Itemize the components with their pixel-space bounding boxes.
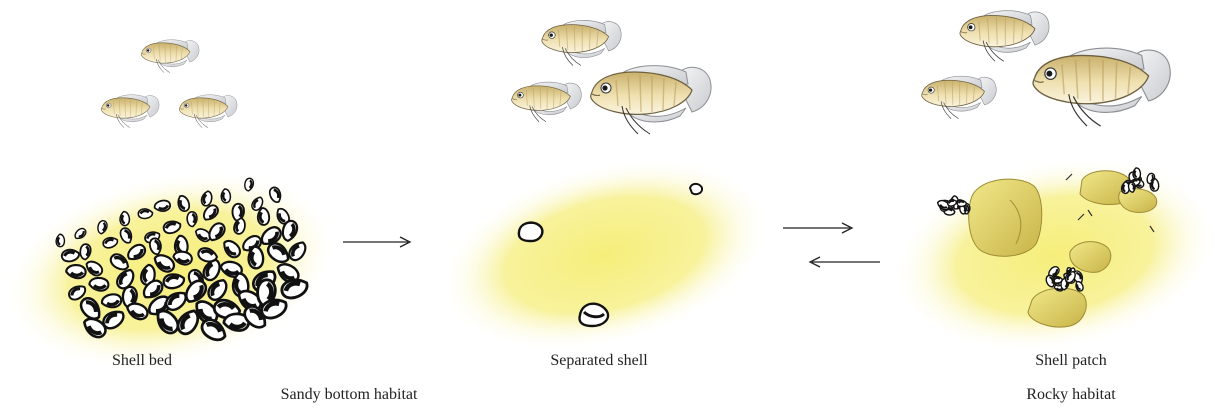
shell-bed-scene (0, 40, 356, 399)
label-rocky-habitat: Rocky habitat (1026, 386, 1115, 404)
shell-icon (580, 304, 609, 326)
rock-icon (969, 179, 1042, 256)
fish-icon (922, 76, 997, 118)
fish-icon (542, 20, 621, 65)
shell-icon (519, 223, 543, 241)
fish-icon (101, 95, 159, 128)
separated-shell-scene (418, 20, 791, 383)
label-shell-bed: Shell bed (112, 352, 172, 370)
fish-icon (1033, 48, 1170, 126)
arrow-right-icon (783, 223, 852, 233)
fish-group-large (922, 11, 1171, 126)
fish-group-medium (512, 20, 711, 134)
fish-icon (179, 95, 237, 128)
label-shell-patch: Shell patch (1035, 352, 1107, 370)
label-sandy-bottom-habitat: Sandy bottom habitat (281, 386, 418, 404)
fish-icon (960, 11, 1049, 62)
fish-group-small (101, 40, 237, 128)
shell-icon (690, 184, 702, 194)
label-separated-shell: Separated shell (550, 352, 647, 370)
fish-icon (512, 82, 582, 122)
fish-icon (591, 66, 711, 134)
shell-patch-scene (876, 11, 1215, 378)
fish-icon (141, 40, 199, 73)
arrow-right-icon (343, 237, 410, 247)
arrow-left-icon (810, 257, 880, 267)
